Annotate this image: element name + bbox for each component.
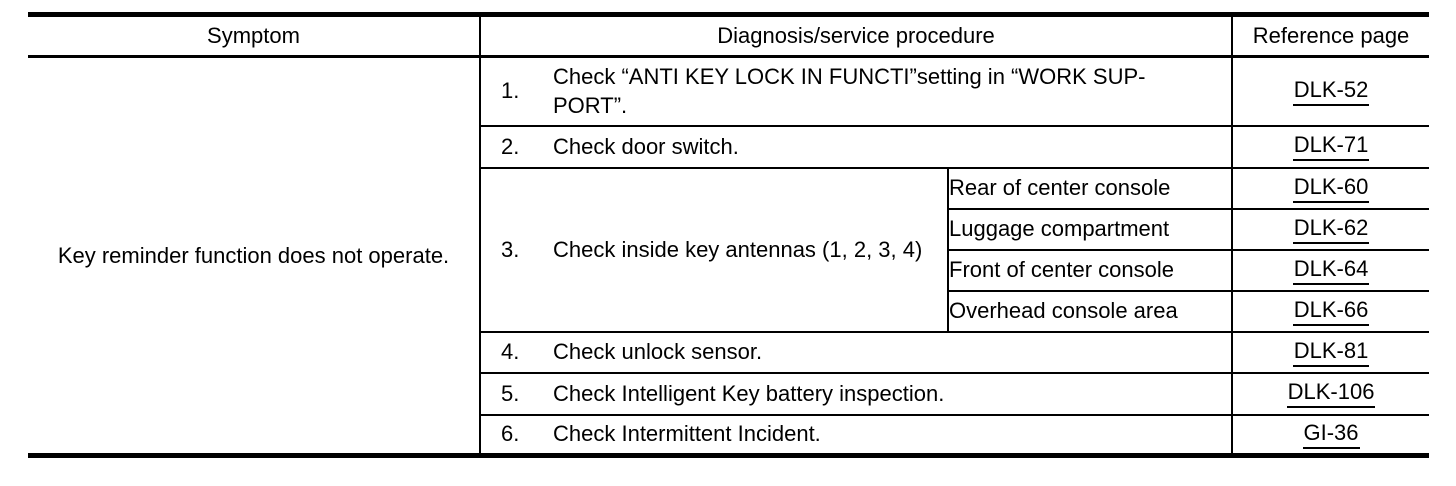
header-reference: Reference page [1231,13,1430,58]
reference-link-dlk-66[interactable]: DLK-66 [1292,297,1370,326]
step-text: Check unlock sensor. [553,339,763,364]
symptom-diagnosis-table: Symptom Diagnosis/service procedure Refe… [28,12,1430,458]
location-cell-front-center-console: Front of center console [946,248,1234,292]
table-row-step6: 6. Check Intermittent Incident. GI-36 [28,413,1430,457]
reference-cell-step1: DLK-52 [1231,55,1430,127]
step-number: 1. [501,78,520,104]
header-symptom: Symptom [28,13,481,58]
symptom-cell: Key reminder function does not operate. [28,55,481,457]
procedure-cell-step2: 2. Check door switch. [478,124,1234,169]
reference-cell-loc3: DLK-64 [1231,248,1430,292]
procedure-content: 1. Check “ANTI KEY LOCK IN FUNCTI”settin… [481,62,1231,120]
step-number: 3. [501,236,520,262]
step-text: Check inside key antennas (1, 2, 3, 4) [553,236,923,262]
reference-cell-loc2: DLK-62 [1231,207,1430,251]
step-number: 2. [501,133,520,159]
table-row-step3-loc3: Front of center console DLK-64 [28,248,1430,292]
procedure-content: 5. Check Intelligent Key battery inspect… [481,381,1231,407]
reference-link-dlk-52[interactable]: DLK-52 [1292,77,1370,106]
table-row-step3-loc2: Luggage compartment DLK-62 [28,207,1430,251]
reference-link-dlk-64[interactable]: DLK-64 [1292,256,1370,285]
procedure-cell-step1: 1. Check “ANTI KEY LOCK IN FUNCTI”settin… [478,55,1234,127]
reference-cell-loc4: DLK-66 [1231,289,1430,333]
step-text: Check Intermittent Incident. [553,421,821,447]
table-row-step1: Key reminder function does not operate. … [28,55,1430,457]
reference-cell-step5: DLK-106 [1231,371,1430,416]
reference-link-dlk-106[interactable]: DLK-106 [1286,379,1376,408]
table-header-row: Symptom Diagnosis/service procedure Refe… [28,13,1430,58]
reference-link-dlk-60[interactable]: DLK-60 [1292,174,1370,203]
procedure-content: 4. Check unlock sensor. [481,339,1231,365]
location-cell-overhead-console: Overhead console area [946,289,1234,333]
table-row-step2: 2. Check door switch. DLK-71 [28,124,1430,169]
table-row-step4: 4. Check unlock sensor. DLK-81 [28,330,1430,374]
step-text: Check door switch. [553,133,739,159]
procedure-content: 2. Check door switch. [481,134,1231,160]
reference-link-dlk-81[interactable]: DLK-81 [1292,338,1370,367]
reference-link-dlk-71[interactable]: DLK-71 [1292,132,1370,161]
step-number: 5. [501,380,520,406]
step-text: Check Intelligent Key battery inspection… [553,380,945,406]
header-procedure: Diagnosis/service procedure [478,13,1234,58]
procedure-content: 3. Check inside key antennas (1, 2, 3, 4… [481,237,947,263]
table-row-step3-loc1: 3. Check inside key antennas (1, 2, 3, 4… [28,166,1430,333]
reference-cell-step4: DLK-81 [1231,330,1430,374]
procedure-cell-step4: 4. Check unlock sensor. [478,330,1234,374]
reference-link-gi-36[interactable]: GI-36 [1302,420,1360,449]
procedure-cell-step3: 3. Check inside key antennas (1, 2, 3, 4… [479,166,949,333]
step-number: 6. [501,421,520,447]
procedure-content: 6. Check Intermittent Incident. [481,421,1231,447]
reference-cell-step2: DLK-71 [1231,124,1430,169]
step-text: Check “ANTI KEY LOCK IN FUNCTI”setting i… [553,64,1146,119]
procedure-cell-step6: 6. Check Intermittent Incident. [478,413,1234,457]
step-number: 4. [501,339,520,364]
reference-cell-loc1: DLK-60 [1231,166,1430,210]
reference-cell-step6: GI-36 [1231,413,1430,457]
procedure-cell-step5: 5. Check Intelligent Key battery inspect… [478,371,1234,416]
reference-link-dlk-62[interactable]: DLK-62 [1292,215,1370,244]
table-row-step5: 5. Check Intelligent Key battery inspect… [28,371,1430,416]
location-cell-rear-center-console: Rear of center console [946,166,1234,210]
table-row-step3-loc4: Overhead console area DLK-66 [28,289,1430,333]
location-cell-luggage-compartment: Luggage compartment [946,207,1234,251]
